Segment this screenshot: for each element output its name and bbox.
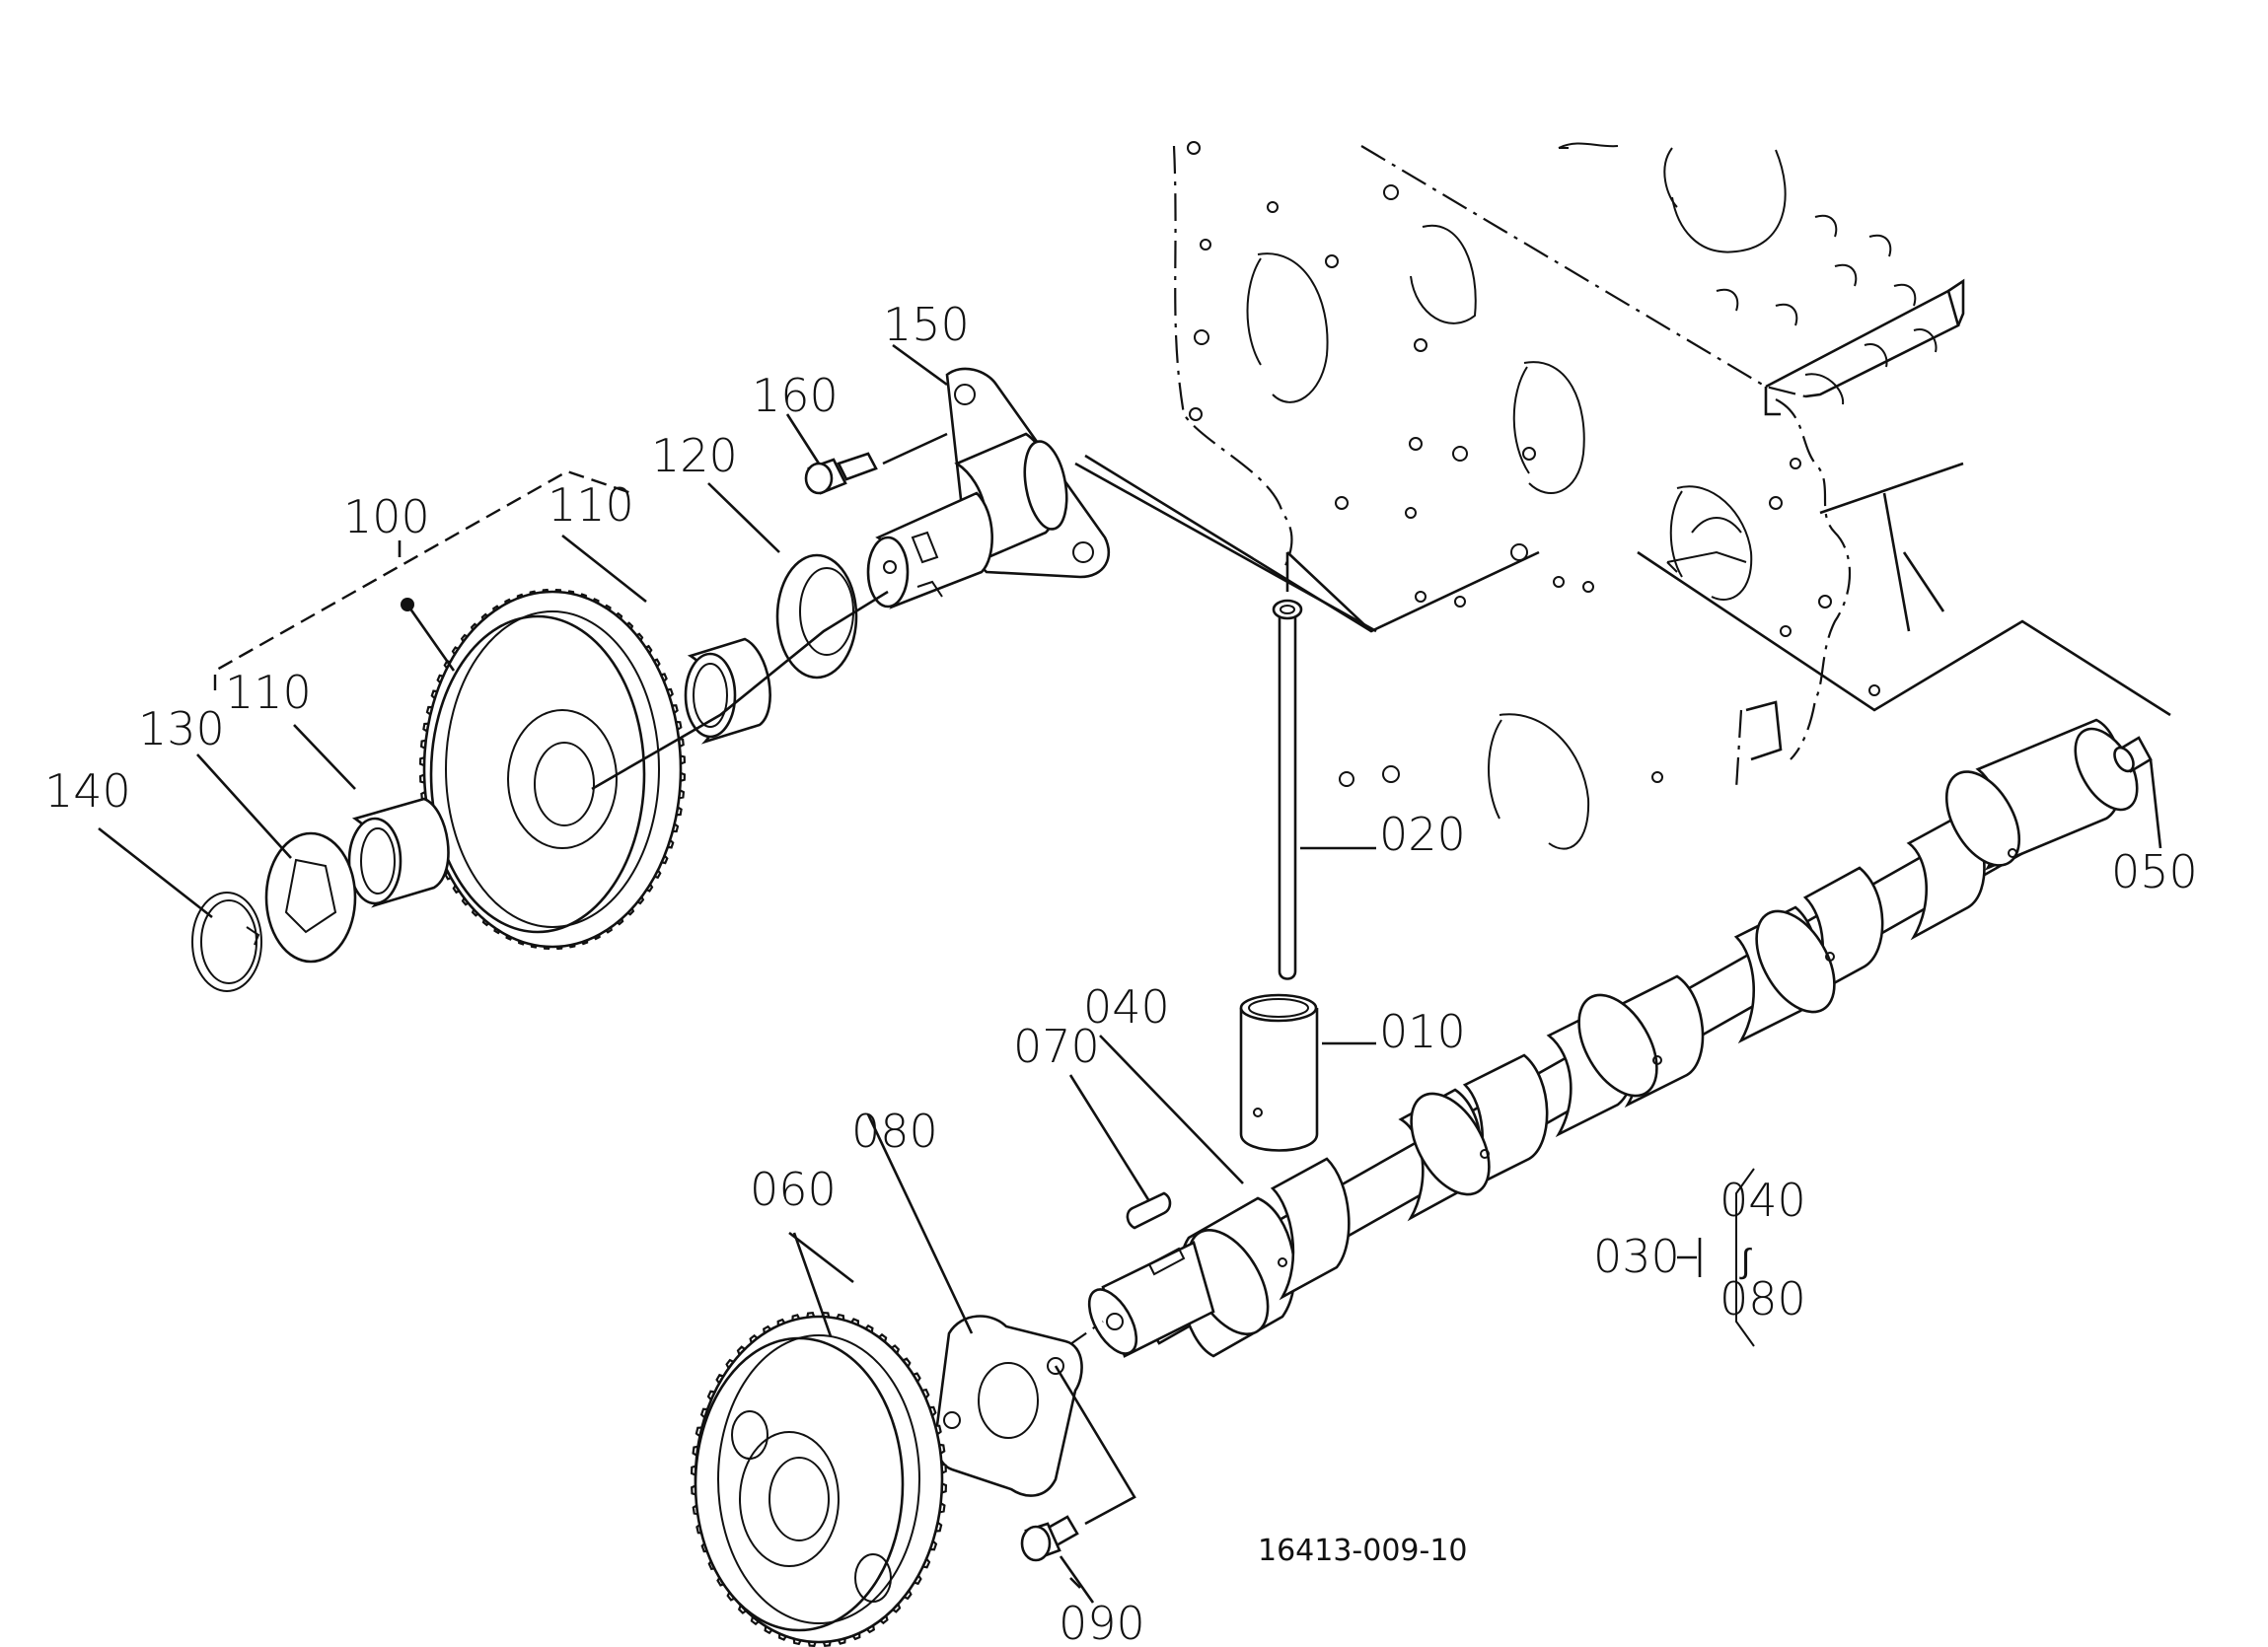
callout-130: 130	[138, 702, 225, 755]
callout-070: 070	[1013, 1020, 1100, 1073]
camshaft	[1087, 718, 2139, 1358]
bracket-range-symbol: ∫	[1739, 1242, 1752, 1281]
callout-120: 120	[651, 429, 738, 482]
bolt-090	[1020, 1515, 1079, 1562]
callout-100: 100	[343, 490, 430, 543]
callout-050: 050	[2111, 845, 2198, 898]
idle-gear-shaft	[866, 367, 1111, 609]
callout-110-lower: 110	[225, 666, 312, 719]
snap-ring	[191, 892, 262, 992]
drawing-reference-number: 16413-009-10	[1258, 1534, 1468, 1568]
cam-gear	[690, 1311, 948, 1647]
assembly-bracket	[1735, 1168, 1755, 1347]
callout-140: 140	[44, 764, 131, 818]
callout-110-upper: 110	[548, 478, 634, 532]
bushing-right	[684, 637, 771, 745]
callout-010: 010	[1379, 1005, 1466, 1058]
bolt-160	[804, 452, 878, 495]
bushing-left	[347, 797, 450, 908]
callout-160: 160	[752, 369, 839, 422]
leader-lines	[98, 343, 2162, 1604]
thrust-plate	[933, 1315, 1083, 1497]
tappet	[1239, 993, 1319, 1152]
key	[1126, 1191, 1172, 1230]
idle-gear	[418, 588, 687, 951]
callout-090: 090	[1059, 1597, 1145, 1647]
engine-block	[1084, 141, 2171, 850]
push-rod	[1272, 599, 1303, 980]
callout-030: 030	[1593, 1230, 1680, 1283]
bracket-from-040: 040	[1719, 1174, 1806, 1227]
callout-150: 150	[883, 298, 970, 351]
idle-gear-assembly-bracket	[213, 469, 632, 690]
callout-020: 020	[1379, 808, 1466, 861]
bracket-to-080: 080	[1719, 1272, 1806, 1325]
callout-080: 080	[851, 1105, 938, 1158]
callout-060: 060	[750, 1163, 837, 1216]
collar	[264, 831, 357, 964]
callout-040: 040	[1083, 980, 1170, 1034]
thrust-washer	[775, 553, 858, 680]
